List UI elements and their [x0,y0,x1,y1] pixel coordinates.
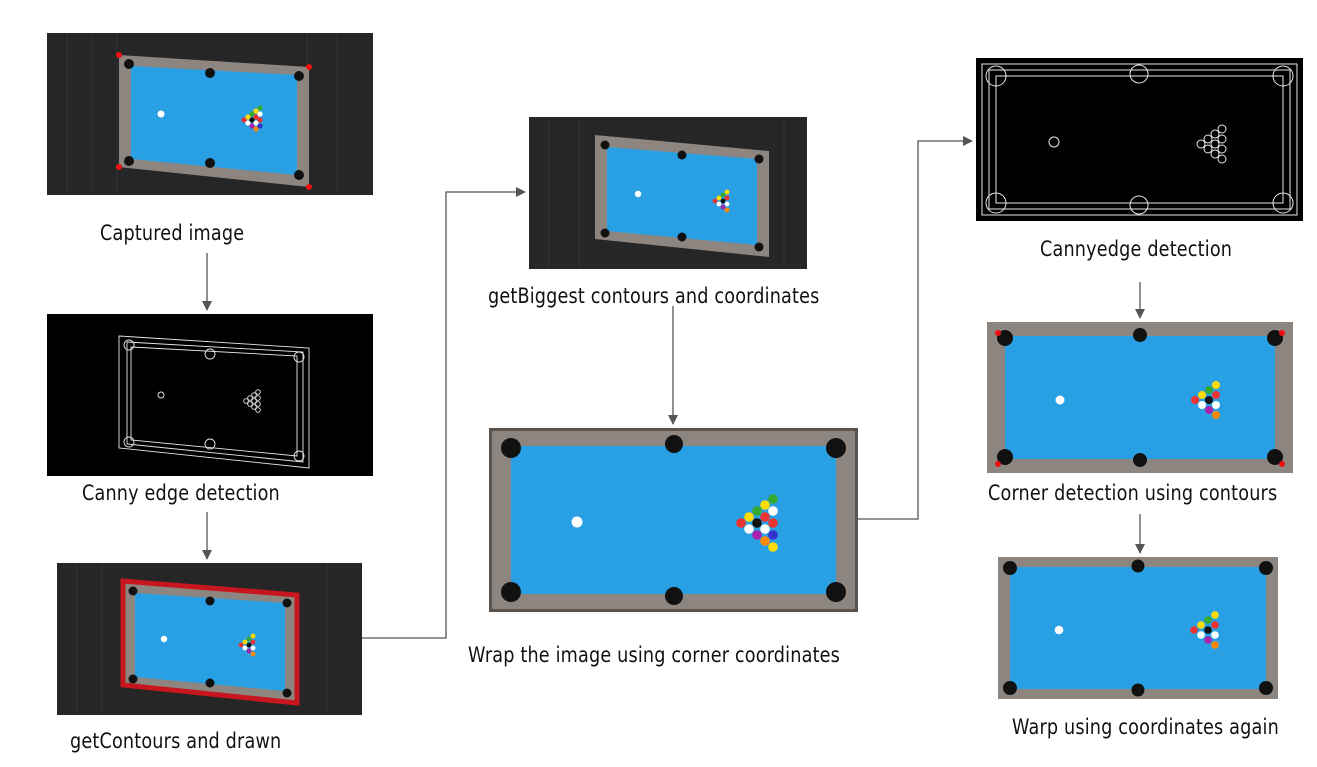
biggest-contours-image [529,117,807,269]
caption-wrap-image: Wrap the image using corner coordinates [468,643,841,667]
canny-edge-image-1 [47,314,373,476]
caption-get-contours: getContours and drawn [70,729,282,753]
wrapped-image-panel [489,428,858,612]
corner-detection-image [987,322,1293,473]
biggest-contours-panel [529,117,807,269]
caption-corner-detection: Corner detection using contours [988,481,1278,505]
caption-captured-image: Captured image [100,221,245,245]
caption-cannyedge-detection: Cannyedge detection [1040,237,1233,261]
caption-get-biggest: getBiggest contours and coordinates [488,284,820,308]
canny-edge-panel-1 [47,314,373,476]
canny-edge-panel-2 [976,58,1303,221]
contours-drawn-image [57,563,362,715]
warp-again-panel [998,557,1278,699]
warp-again-image [998,557,1278,699]
captured-image [47,33,373,195]
wrapped-image [489,428,858,612]
captured-image-panel [47,33,373,195]
arrow-wrap-to-canny2 [858,136,973,520]
canny-edge-image-2 [976,58,1303,221]
corner-detection-panel [987,322,1293,473]
contours-drawn-panel [57,563,362,715]
caption-warp-again: Warp using coordinates again [1012,715,1279,739]
caption-canny-edge-detection: Canny edge detection [82,481,280,505]
